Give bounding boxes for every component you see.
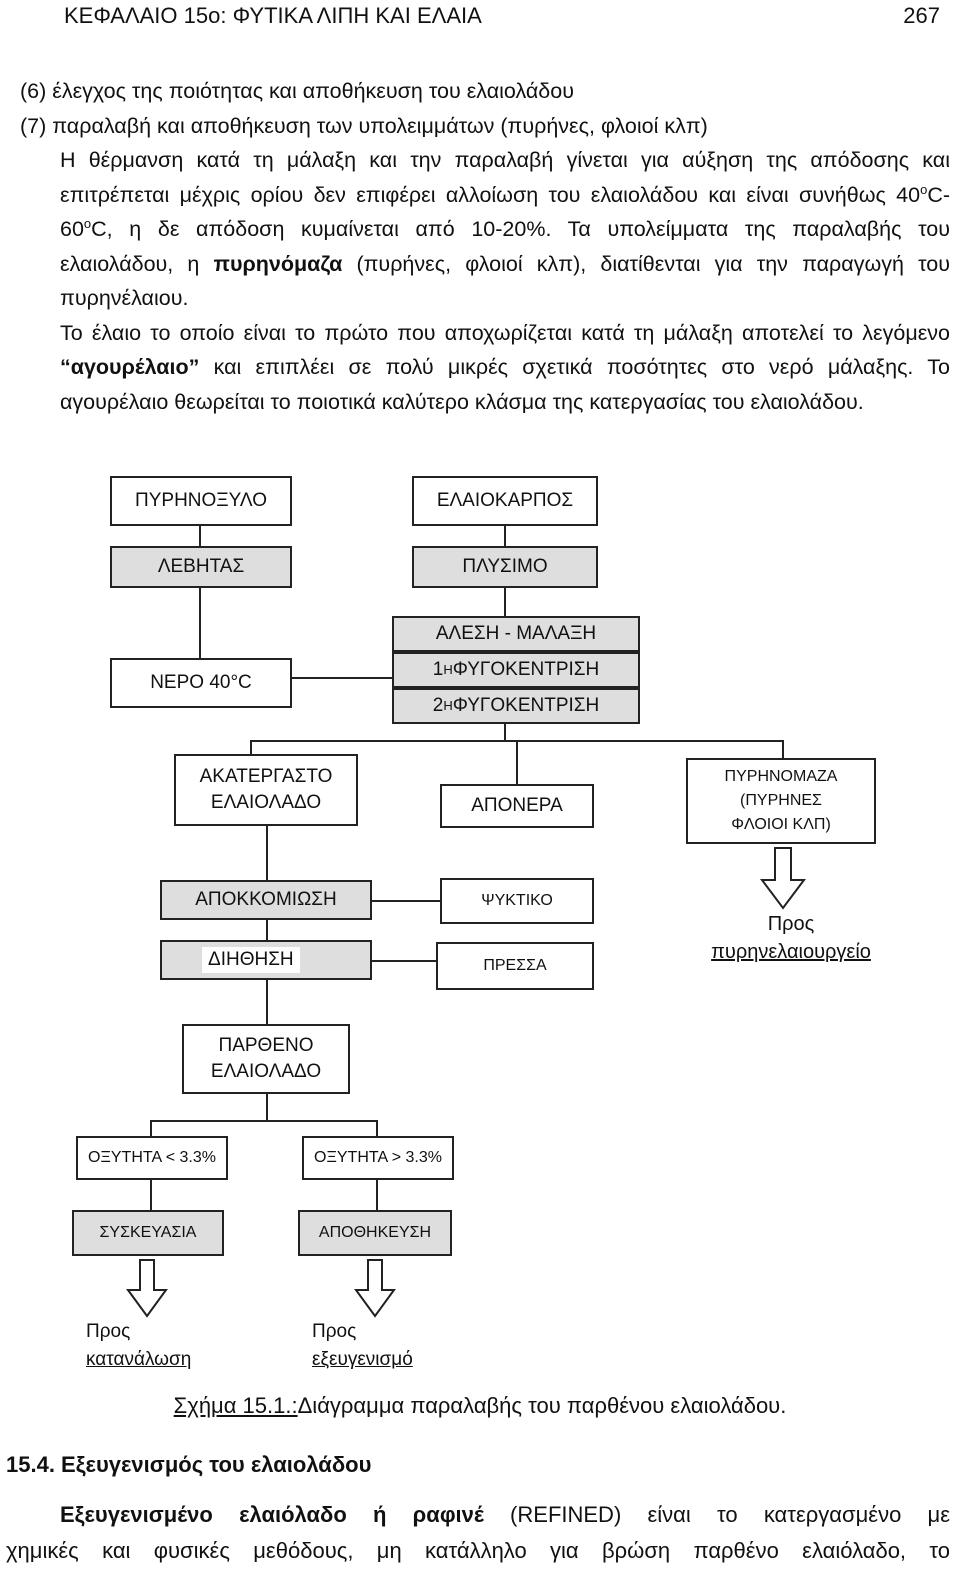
box-oxytita-low: ΟΞΥΤΗΤΑ < 3.3% <box>76 1136 228 1180</box>
connector <box>376 1120 378 1136</box>
box-alesi: ΑΛΕΣΗ - ΜΑΛΑΞΗ <box>392 616 640 652</box>
connector <box>150 1120 378 1122</box>
arrow-down-icon <box>760 847 806 910</box>
connector <box>199 588 201 658</box>
connector <box>266 826 268 880</box>
connector <box>376 1180 378 1210</box>
connector <box>266 1094 268 1120</box>
flow-diagram: ΠΥΡΗΝΟΞΥΛΟ ΛΕΒΗΤΑΣ ΝΕΡΟ 40°C ΕΛΑΙΟΚΑΡΠΟΣ… <box>0 470 960 1400</box>
list-item: (6) έλεγχος της ποιότητας και αποθήκευση… <box>20 79 574 103</box>
box-pressa: ΠΡΕΣΣΑ <box>436 942 594 990</box>
connector <box>504 588 506 616</box>
section-heading: 15.4. Εξευγενισμός του ελαιολάδου <box>6 1452 372 1477</box>
box-apothikeysi: ΑΠΟΘΗΚΕΥΣΗ <box>298 1210 452 1256</box>
connector <box>372 900 440 902</box>
box-oxytita-high: ΟΞΥΤΗΤΑ > 3.3% <box>302 1136 454 1180</box>
dest-exeygenismo: Προς εξευγενισμό <box>312 1321 413 1370</box>
connector <box>266 980 268 1024</box>
arrow-down-icon <box>126 1259 168 1318</box>
box-aponera: ΑΠΟΝΕΡΑ <box>440 784 594 828</box>
connector <box>372 960 440 962</box>
box-levitas: ΛΕΒΗΤΑΣ <box>110 546 292 588</box>
page-header: ΚΕΦΑΛΑΙΟ 15ο: ΦΥΤΙΚΑ ΛΙΠΗ ΚΑΙ ΕΛΑΙΑ 267 <box>0 0 960 36</box>
connector <box>199 526 201 546</box>
connector <box>504 724 506 740</box>
body-text: (6) έλεγχος της ποιότητας και αποθήκευση… <box>6 74 950 419</box>
box-nero: ΝΕΡΟ 40°C <box>110 658 292 708</box>
box-plysimo: ΠΛΥΣΙΜΟ <box>412 546 598 588</box>
box-diithisi: ΔΙΗΘΗΣΗ <box>160 940 372 980</box>
connector <box>150 1180 152 1210</box>
dest-katanalosi: Προς κατανάλωση <box>86 1321 192 1370</box>
list-item: (7) παραλαβή και αποθήκευση των υπολειμμ… <box>20 113 708 138</box>
page-number: 267 <box>903 3 940 28</box>
box-syskeyasia: ΣΥΣΚΕΥΑΣΙΑ <box>72 1210 224 1256</box>
chapter-title: ΚΕΦΑΛΑΙΟ 15ο: ΦΥΤΙΚΑ ΛΙΠΗ ΚΑΙ ΕΛΑΙΑ <box>64 3 482 28</box>
dest-pyrinelaiourgeio: Προς πυρηνελαιουργείο <box>711 913 871 963</box>
bottom-paragraph: Εξευγενισμένο ελαιόλαδο ή ραφινέ (REFINE… <box>6 1502 951 1563</box>
connector <box>782 740 784 758</box>
connector <box>150 1120 152 1136</box>
connector <box>266 920 268 940</box>
paragraph-heating: Η θέρμανση κατά τη μάλαξη και την παραλα… <box>60 148 950 310</box>
connector <box>504 526 506 546</box>
figure-caption: Σχήμα 15.1.:Διάγραμμα παραλαβής του παρθ… <box>173 1393 787 1418</box>
box-pyrinoxylo: ΠΥΡΗΝΟΞΥΛΟ <box>110 476 292 526</box>
paragraph-agourelaio: Το έλαιο το οποίο είναι το πρώτο που απο… <box>60 320 950 414</box>
arrow-down-icon <box>354 1259 396 1318</box>
box-elaiokarpos: ΕΛΑΙΟΚΑΡΠΟΣ <box>412 476 598 526</box>
connector <box>516 740 518 784</box>
connector <box>292 677 392 679</box>
connector <box>250 740 252 754</box>
box-psyktiko: ΨΥΚΤΙΚΟ <box>440 878 594 924</box>
box-apokkomisi: ΑΠΟΚΚΟΜΙΩΣΗ <box>160 880 372 920</box>
